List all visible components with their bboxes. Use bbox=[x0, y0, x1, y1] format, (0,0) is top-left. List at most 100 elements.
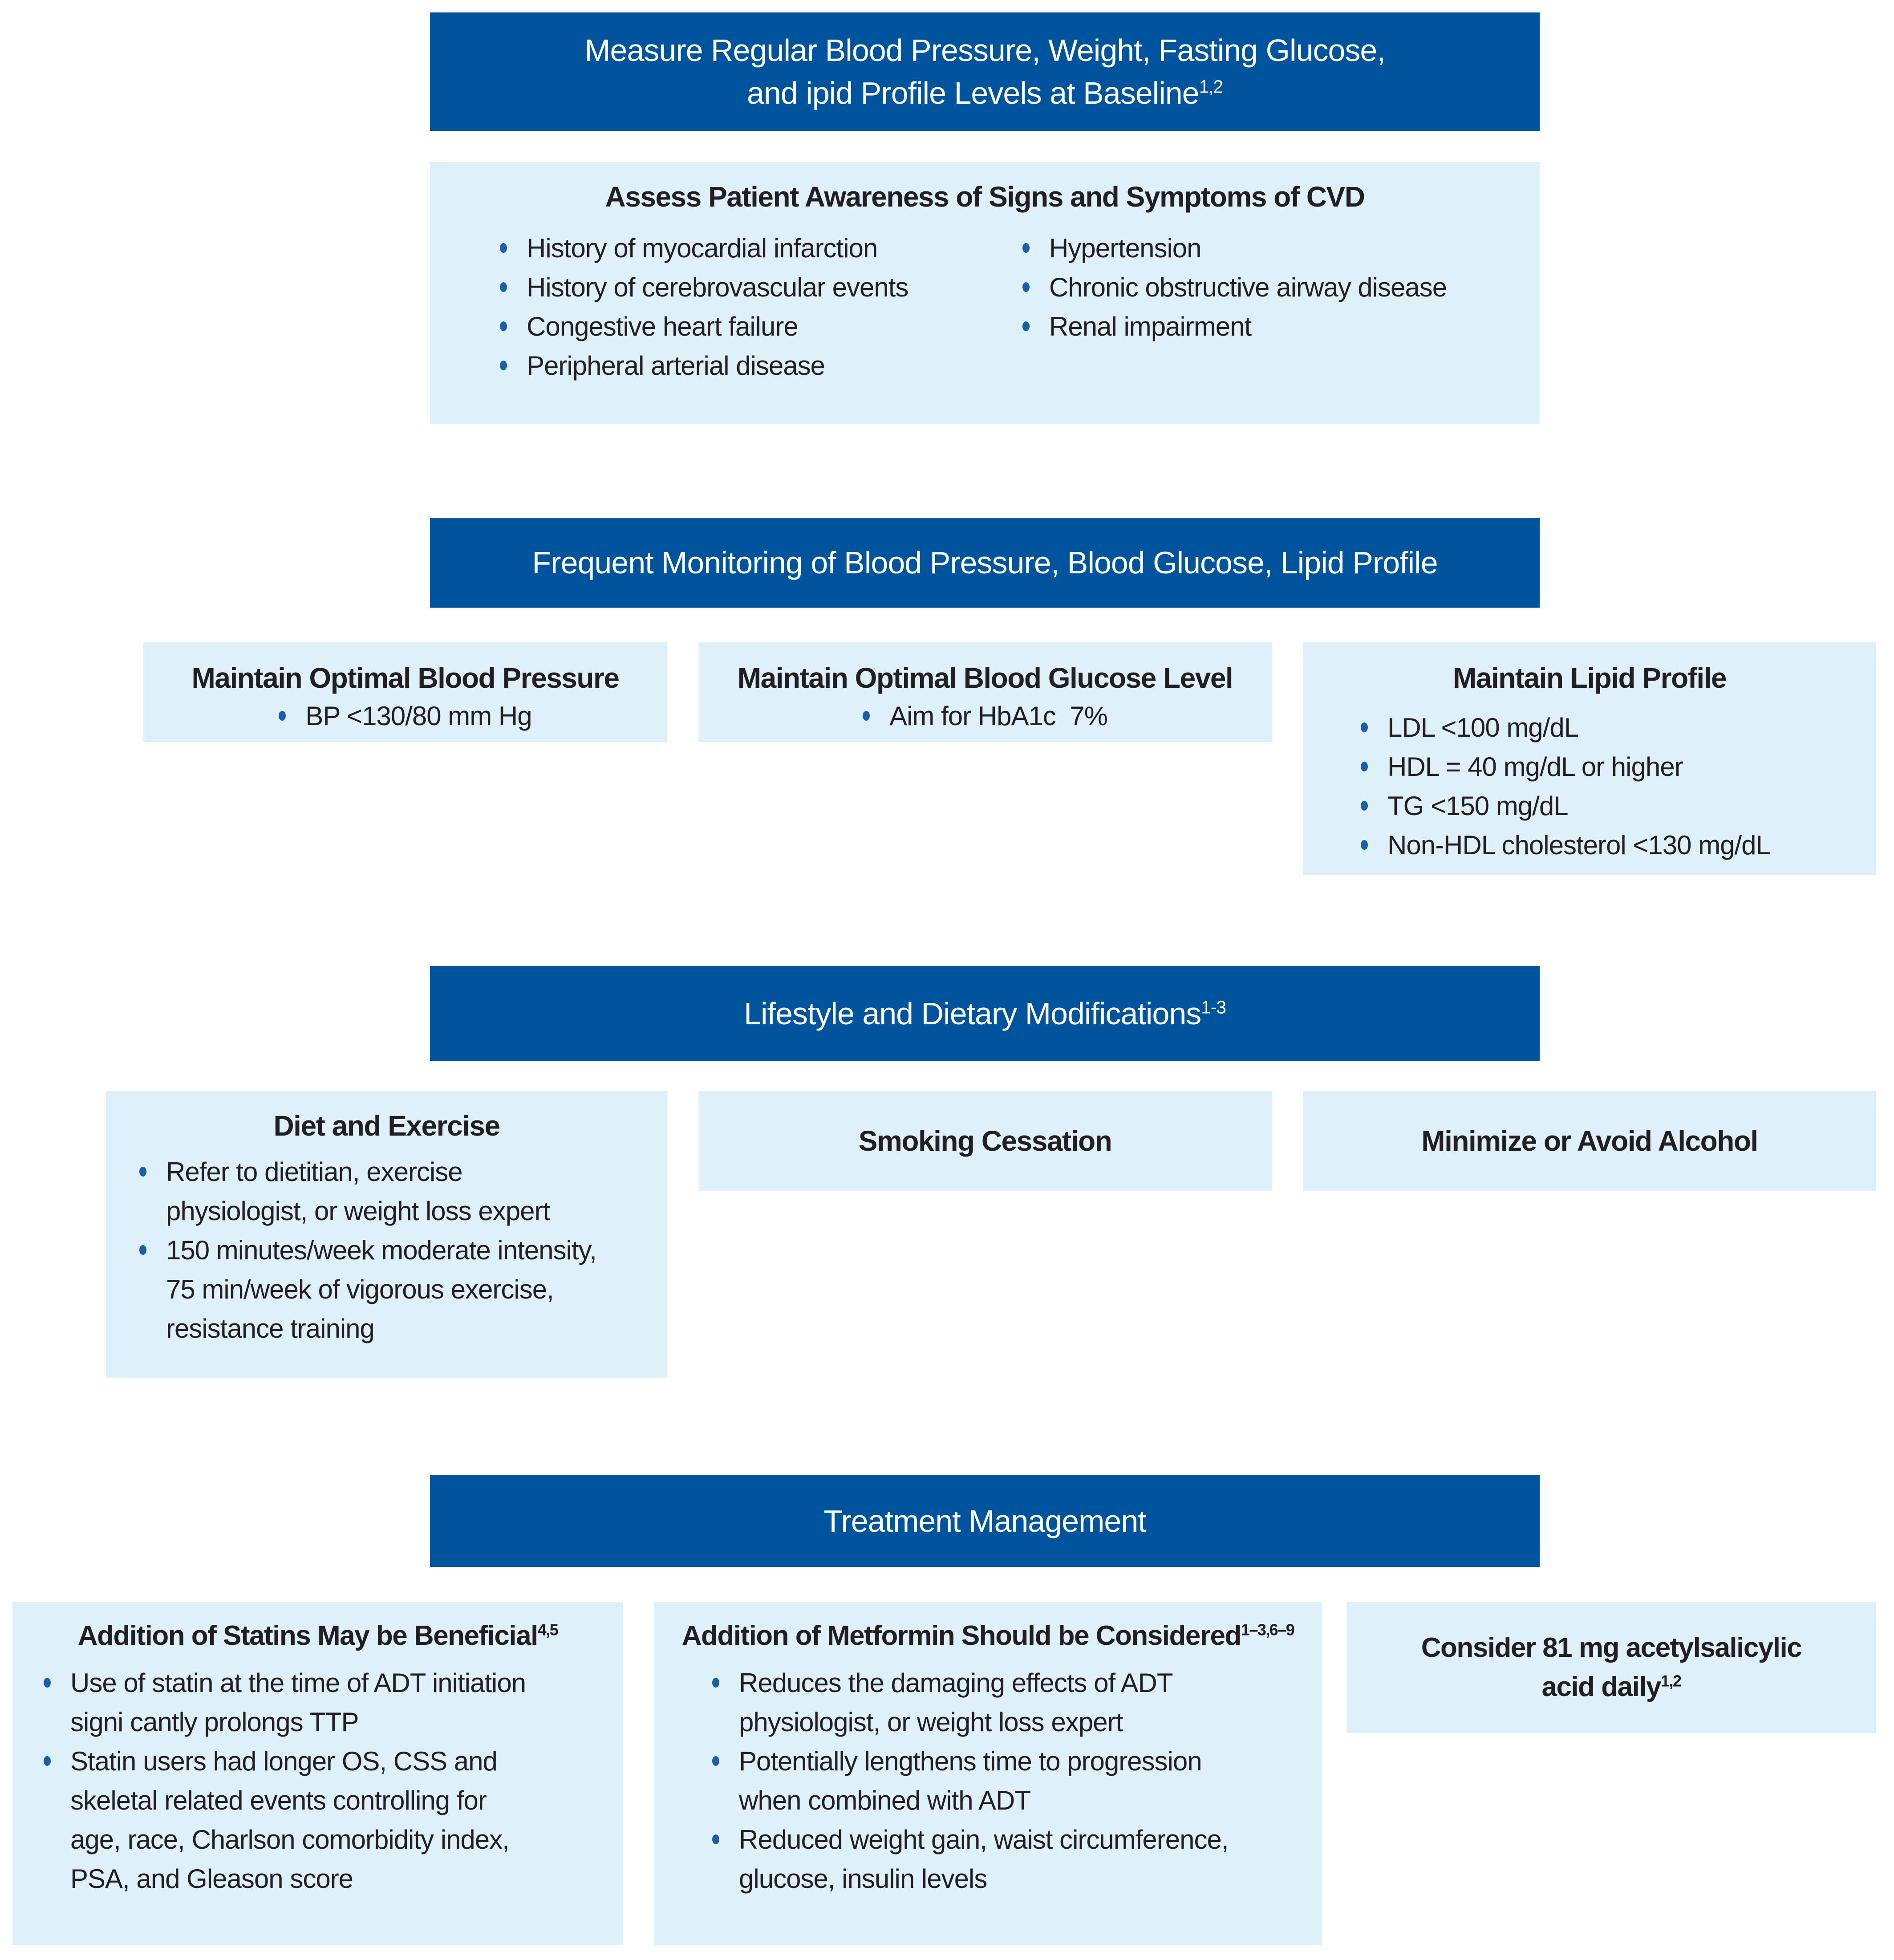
header-monitoring-text: Frequent Monitoring of Blood Pressure, B… bbox=[532, 545, 1438, 580]
header-baseline-measurements: Measure Regular Blood Pressure, Weight, … bbox=[430, 12, 1540, 131]
blood-glucose-title: Maintain Optimal Blood Glucose Level bbox=[737, 662, 1233, 694]
bullet-icon bbox=[1022, 282, 1030, 292]
avoid-alcohol-title: Minimize or Avoid Alcohol bbox=[1421, 1125, 1758, 1157]
reference-superscript: 1–3,6–9 bbox=[1241, 1620, 1295, 1639]
bullet-icon bbox=[500, 361, 507, 370]
bullet-icon bbox=[712, 1678, 719, 1688]
statins-list: Use of statin at the time of ADT initiat… bbox=[44, 1664, 614, 1899]
bullet-icon bbox=[712, 1756, 719, 1766]
bullet-icon bbox=[1361, 840, 1368, 850]
diet-exercise-title: Diet and Exercise bbox=[273, 1110, 500, 1142]
bullet-item: Renal impairment bbox=[1022, 307, 1525, 346]
bullet-item: Aim for HbA1c 7% bbox=[698, 697, 1272, 736]
smoking-cessation-title: Smoking Cessation bbox=[858, 1125, 1112, 1157]
bullet-icon bbox=[712, 1834, 719, 1844]
bullet-icon bbox=[500, 282, 507, 292]
bullet-text: TG <150 mg/dL bbox=[1387, 791, 1569, 821]
bullet-icon bbox=[1361, 762, 1368, 771]
header-baseline-text: Measure Regular Blood Pressure, Weight, … bbox=[584, 29, 1386, 114]
bullet-item: Reduces the damaging effects of ADT phys… bbox=[712, 1664, 1304, 1742]
bullet-item: Chronic obstructive airway disease bbox=[1022, 268, 1525, 307]
header-baseline-line2: and ipid Profile Levels at Baseline1,2 bbox=[746, 76, 1223, 110]
bullet-icon bbox=[1361, 722, 1368, 732]
aspirin-box: Consider 81 mg acetylsalicylic acid dail… bbox=[1346, 1602, 1876, 1733]
blood-pressure-title: Maintain Optimal Blood Pressure bbox=[191, 662, 620, 694]
reference-superscript: 4,5 bbox=[537, 1620, 559, 1639]
avoid-alcohol-box: Minimize or Avoid Alcohol bbox=[1303, 1091, 1876, 1191]
bullet-text: 150 minutes/week moderate intensity, 75 … bbox=[166, 1235, 597, 1343]
bullet-icon bbox=[44, 1678, 51, 1688]
bullet-text: Reduces the damaging effects of ADT phys… bbox=[739, 1668, 1173, 1737]
header-lifestyle-modifications: Lifestyle and Dietary Modifications1-3 bbox=[430, 966, 1540, 1061]
header-lifestyle-text: Lifestyle and Dietary Modifications1-3 bbox=[744, 996, 1226, 1031]
bullet-text: Reduced weight gain, waist circumference… bbox=[739, 1825, 1229, 1894]
reference-superscript: 1,2 bbox=[1199, 76, 1223, 97]
bullet-text: Statin users had longer OS, CSS and skel… bbox=[70, 1746, 510, 1894]
metformin-list: Reduces the damaging effects of ADT phys… bbox=[712, 1664, 1304, 1899]
bullet-icon bbox=[44, 1756, 51, 1766]
reference-superscript: 1,2 bbox=[1661, 1672, 1682, 1690]
assess-box-title: Assess Patient Awareness of Signs and Sy… bbox=[605, 181, 1365, 213]
blood-glucose-list: Aim for HbA1c 7% bbox=[698, 697, 1272, 736]
diet-exercise-list: Refer to dietitian, exercise physiologis… bbox=[139, 1152, 649, 1348]
metformin-title: Addition of Metformin Should be Consider… bbox=[681, 1620, 1295, 1651]
smoking-cessation-box: Smoking Cessation bbox=[698, 1091, 1272, 1191]
reference-superscript: 1-3 bbox=[1201, 997, 1226, 1018]
assess-cvd-awareness-box: Assess Patient Awareness of Signs and Sy… bbox=[430, 162, 1540, 424]
bullet-text: Hypertension bbox=[1049, 233, 1202, 263]
bullet-icon bbox=[500, 243, 507, 253]
blood-glucose-box: Maintain Optimal Blood Glucose Level Aim… bbox=[698, 642, 1272, 742]
bullet-icon bbox=[863, 711, 870, 721]
bullet-item: Congestive heart failure bbox=[500, 307, 1016, 346]
metformin-box: Addition of Metformin Should be Consider… bbox=[654, 1602, 1322, 1945]
statins-title: Addition of Statins May be Beneficial4,5 bbox=[77, 1620, 559, 1651]
blood-pressure-list: BP <130/80 mm Hg bbox=[143, 697, 667, 736]
bullet-text: HDL = 40 mg/dL or higher bbox=[1387, 752, 1683, 782]
bullet-item: Potentially lengthens time to progressio… bbox=[712, 1742, 1304, 1820]
bullet-text: LDL <100 mg/dL bbox=[1387, 713, 1579, 743]
bullet-item: Statin users had longer OS, CSS and skel… bbox=[44, 1742, 614, 1899]
bullet-item: TG <150 mg/dL bbox=[1361, 787, 1867, 826]
statins-box: Addition of Statins May be Beneficial4,5… bbox=[12, 1602, 623, 1945]
bullet-icon bbox=[1022, 321, 1030, 331]
bullet-item: Use of statin at the time of ADT initiat… bbox=[44, 1664, 614, 1742]
bullet-text: Renal impairment bbox=[1049, 312, 1252, 341]
bullet-icon bbox=[1022, 243, 1030, 253]
header-frequent-monitoring: Frequent Monitoring of Blood Pressure, B… bbox=[430, 518, 1540, 608]
bullet-item: LDL <100 mg/dL bbox=[1361, 708, 1867, 747]
bullet-text: Peripheral arterial disease bbox=[527, 351, 825, 381]
bullet-item: Refer to dietitian, exercise physiologis… bbox=[139, 1152, 649, 1231]
bullet-text: Non-HDL cholesterol <130 mg/dL bbox=[1387, 830, 1771, 860]
bullet-text: BP <130/80 mm Hg bbox=[305, 701, 532, 731]
lipid-profile-box: Maintain Lipid Profile LDL <100 mg/dL HDL… bbox=[1303, 642, 1876, 875]
bullet-item: History of cerebrovascular events bbox=[500, 268, 1016, 307]
diet-exercise-box: Diet and Exercise Refer to dietitian, ex… bbox=[106, 1091, 667, 1378]
bullet-text: Aim for HbA1c 7% bbox=[889, 701, 1108, 731]
bullet-item: HDL = 40 mg/dL or higher bbox=[1361, 747, 1867, 787]
bullet-text: History of cerebrovascular events bbox=[527, 272, 908, 302]
bullet-item: History of myocardial infarction bbox=[500, 229, 1016, 268]
bullet-item: Non-HDL cholesterol <130 mg/dL bbox=[1361, 826, 1867, 865]
bullet-item: Hypertension bbox=[1022, 229, 1525, 268]
bullet-icon bbox=[1361, 801, 1368, 811]
bullet-text: Chronic obstructive airway disease bbox=[1049, 272, 1447, 302]
header-baseline-line1: Measure Regular Blood Pressure, Weight, … bbox=[584, 33, 1386, 68]
bullet-text: Refer to dietitian, exercise physiologis… bbox=[166, 1157, 550, 1226]
aspirin-title: Consider 81 mg acetylsalicylic acid dail… bbox=[1421, 1632, 1802, 1702]
bullet-item: Peripheral arterial disease bbox=[500, 346, 1016, 386]
blood-pressure-box: Maintain Optimal Blood Pressure BP <130/… bbox=[143, 642, 667, 742]
bullet-icon bbox=[139, 1167, 146, 1177]
bullet-icon bbox=[139, 1245, 146, 1255]
bullet-item: 150 minutes/week moderate intensity, 75 … bbox=[139, 1231, 649, 1348]
header-treatment-text: Treatment Management bbox=[823, 1503, 1146, 1538]
header-treatment-management: Treatment Management bbox=[430, 1475, 1540, 1567]
bullet-text: Use of statin at the time of ADT initiat… bbox=[70, 1668, 526, 1737]
bullet-item: Reduced weight gain, waist circumference… bbox=[712, 1820, 1304, 1899]
bullet-text: Potentially lengthens time to progressio… bbox=[739, 1746, 1202, 1815]
lipid-profile-title: Maintain Lipid Profile bbox=[1452, 662, 1727, 694]
bullet-text: History of myocardial infarction bbox=[527, 233, 878, 263]
